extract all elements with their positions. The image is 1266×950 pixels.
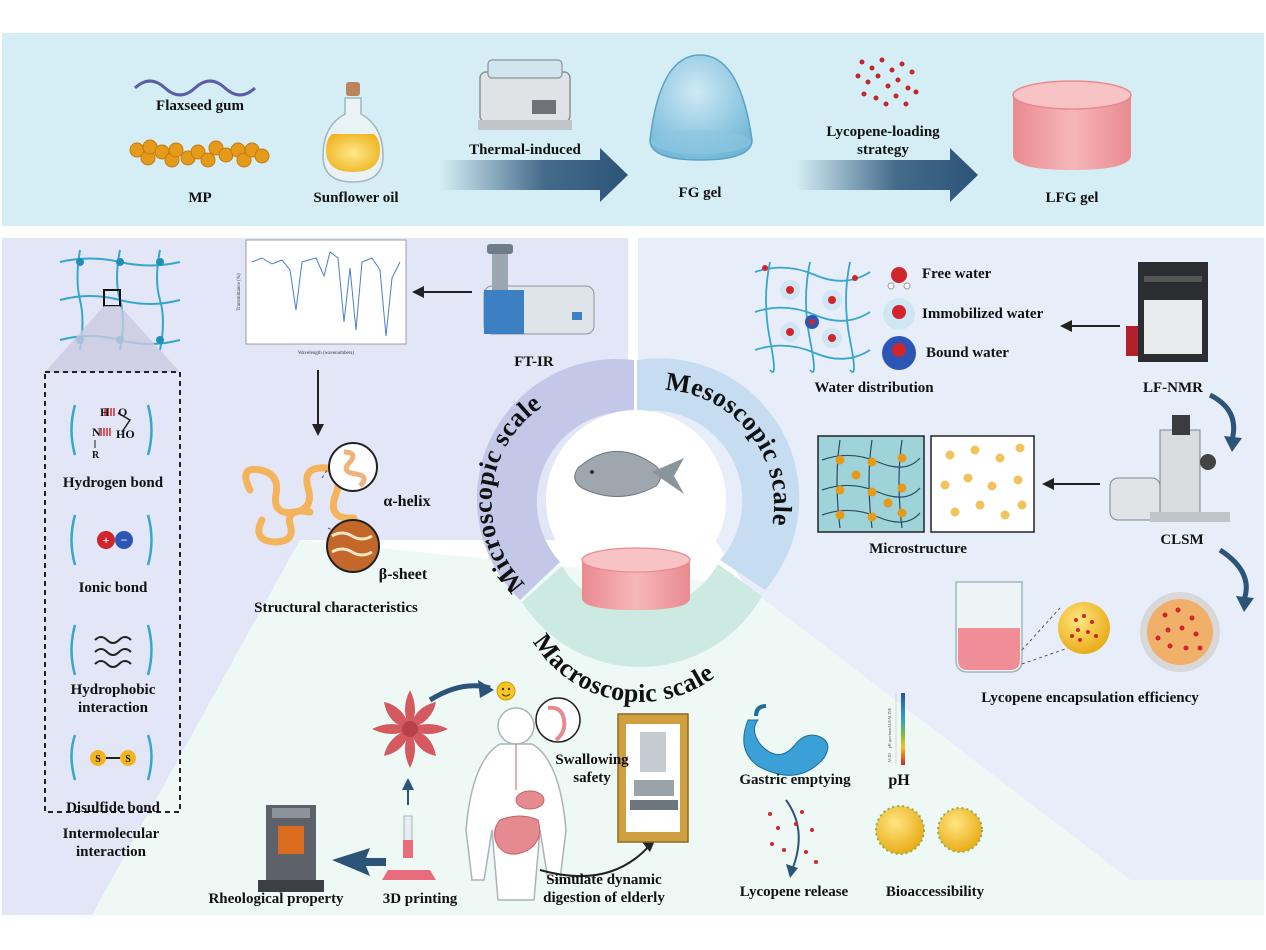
- oil-bottle-icon: [322, 82, 384, 183]
- microstructure-network-icon: [817, 435, 925, 533]
- label-intermolecular-2: interaction: [76, 844, 146, 860]
- h-bond-dashes: [100, 408, 115, 436]
- label-ftir: FT-IR: [514, 354, 554, 370]
- protein-coil-icon: [242, 464, 358, 546]
- label-rheological: Rheological property: [208, 891, 344, 907]
- mp-chain-icon: [129, 139, 270, 168]
- micro-panel: [2, 238, 628, 915]
- water-bath-icon: [478, 59, 572, 130]
- label-hydrogen-bond: Hydrogen bond: [62, 475, 164, 491]
- interaction-box: [44, 371, 181, 813]
- label-hydrophobic-2: interaction: [78, 700, 148, 716]
- label-sunflower-oil: Sunflower oil: [313, 190, 399, 206]
- digestion-device-icon: [617, 713, 689, 843]
- meso-ring-segment: [637, 358, 800, 590]
- printer-nozzle-icon: [382, 815, 436, 880]
- label-release: Lycopene release: [739, 884, 849, 900]
- label-strategy: strategy: [857, 142, 909, 158]
- label-gastric: Gastric emptying: [739, 772, 851, 788]
- label-free-water: Free water: [922, 266, 992, 282]
- curve-arrow-2: [1218, 547, 1249, 601]
- meso-panel: [638, 238, 1264, 880]
- bound-water-icon: [882, 336, 916, 370]
- zoom-cone: [45, 306, 180, 372]
- release-curve-icon: [768, 799, 818, 878]
- throat-zoom-icon: [535, 697, 581, 743]
- rheo-arrow: [332, 848, 386, 876]
- label-bound-water: Bound water: [926, 345, 1009, 361]
- free-water-icon: [887, 267, 911, 290]
- bioaccessibility-icon: [875, 805, 983, 855]
- wave-icon: [133, 79, 257, 97]
- clsm-microscope-icon: [1109, 415, 1230, 522]
- label-encapsulation: Lycopene encapsulation efficiency: [981, 690, 1199, 706]
- label-flaxseed-gum: Flaxseed gum: [156, 98, 244, 114]
- center-gel-cylinder-icon: [581, 547, 691, 610]
- label-microstructure: Microstructure: [869, 541, 967, 557]
- label-bioaccessibility: Bioaccessibility: [885, 884, 985, 900]
- ionic-bond-icon: [70, 514, 153, 566]
- label-lfg-gel: LFG gel: [1045, 190, 1099, 206]
- curve-arrow-1: [1208, 392, 1237, 441]
- label-lycopene-loading: Lycopene-loading: [826, 124, 940, 140]
- smiley-icon: [496, 681, 516, 701]
- label-hydrophobic-1: Hydrophobic: [70, 682, 156, 698]
- lfg-gel-cylinder-icon: [1012, 80, 1132, 170]
- center-disc: [546, 410, 726, 590]
- lf-nmr-instrument-icon: [1126, 262, 1208, 362]
- label-structural: Structural characteristics: [254, 600, 418, 616]
- disulfide-icon: [70, 734, 153, 781]
- label-3d-printing: 3D printing: [382, 891, 458, 907]
- thermal-arrow: [440, 148, 628, 202]
- label-intermolecular-1: Intermolecular: [62, 826, 160, 842]
- label-fg-gel: FG gel: [678, 185, 722, 201]
- label-simulate-2: digestion of elderly: [543, 890, 665, 906]
- rheometer-icon: [258, 805, 324, 892]
- hydrogen-bond-icon: [70, 404, 153, 456]
- fish-icon: [574, 450, 684, 497]
- fg-gel-dome-icon: [649, 54, 753, 161]
- label-ph: pH: [888, 772, 910, 789]
- water-network-icon: [754, 261, 871, 373]
- label-alpha-helix: α-helix: [383, 493, 431, 510]
- label-beta-sheet: β-sheet: [378, 566, 428, 583]
- label-water-distribution: Water distribution: [814, 380, 934, 396]
- micro-ring-segment: [476, 358, 634, 600]
- label-disulfide-bond: Disulfide bond: [66, 800, 160, 816]
- ph-scale-icon: [895, 693, 905, 765]
- hydrophobic-icon: [70, 624, 153, 676]
- stomach-icon: [743, 704, 829, 776]
- ftir-spectrum-icon: [245, 239, 407, 345]
- label-swallowing-2: safety: [573, 770, 611, 786]
- label-simulate-1: Simulate dynamic: [546, 872, 662, 888]
- digestive-tract-icon: [494, 744, 545, 855]
- beaker-icon: [955, 581, 1023, 673]
- lycopene-arrow: [795, 148, 978, 202]
- label-swallowing-1: Swallowing: [555, 752, 629, 768]
- digestion-arrow: [539, 844, 651, 878]
- label-thermal-induced: Thermal-induced: [469, 142, 581, 158]
- ftir-instrument-icon: [483, 244, 595, 335]
- label-clsm: CLSM: [1160, 532, 1204, 548]
- label-mp: MP: [188, 190, 212, 206]
- microstructure-droplets-icon: [930, 435, 1035, 533]
- beta-sheet-icon: [326, 519, 380, 573]
- immobilized-water-icon: [883, 298, 915, 330]
- label-lf-nmr: LF-NMR: [1143, 380, 1203, 396]
- flower-print-icon: [372, 690, 448, 768]
- lycopene-droplet-icon: [1058, 602, 1110, 654]
- alpha-helix-icon: [328, 442, 378, 492]
- label-immobilized-water: Immobilized water: [922, 306, 1044, 322]
- lycopene-dots-icon: [855, 57, 919, 107]
- encapsulated-gel-icon: [1140, 592, 1220, 672]
- label-ionic-bond: Ionic bond: [78, 580, 148, 596]
